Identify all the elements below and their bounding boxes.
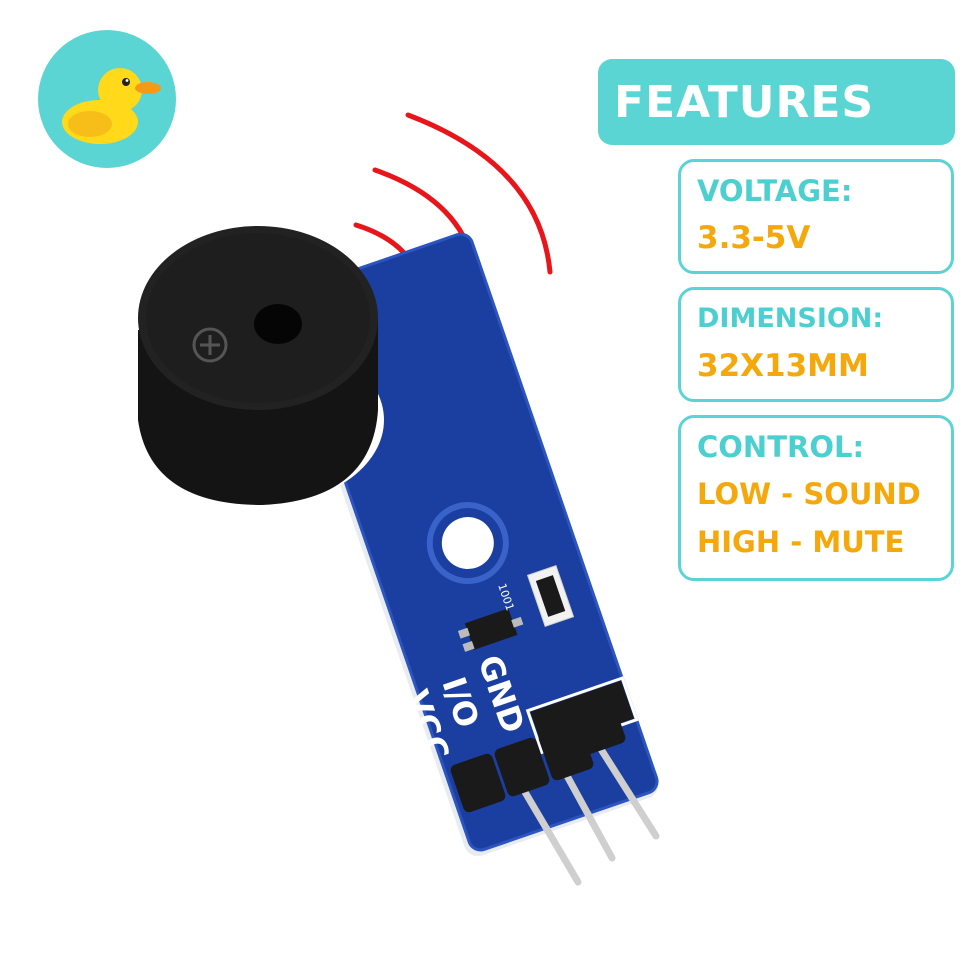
dimension-label: DIMENSION: (697, 303, 884, 334)
voltage-value: 3.3-5V (697, 220, 811, 256)
features-title: FEATURES (614, 76, 875, 128)
board-chinese-label: 低电平触发 (255, 575, 376, 716)
control-label: CONTROL: (697, 430, 865, 464)
buzzer-component (132, 226, 384, 506)
features-header: FEATURES (598, 59, 955, 145)
control-high-value: HIGH - MUTE (697, 525, 905, 559)
dimension-value: 32X13MM (697, 348, 869, 384)
dimension-card: DIMENSION: 32X13MM (678, 287, 954, 402)
voltage-label: VOLTAGE: (697, 174, 853, 208)
control-card: CONTROL: LOW - SOUND HIGH - MUTE (678, 415, 954, 581)
voltage-card: VOLTAGE: 3.3-5V (678, 159, 954, 274)
duck-logo-icon (38, 30, 176, 168)
control-low-value: LOW - SOUND (697, 477, 921, 511)
